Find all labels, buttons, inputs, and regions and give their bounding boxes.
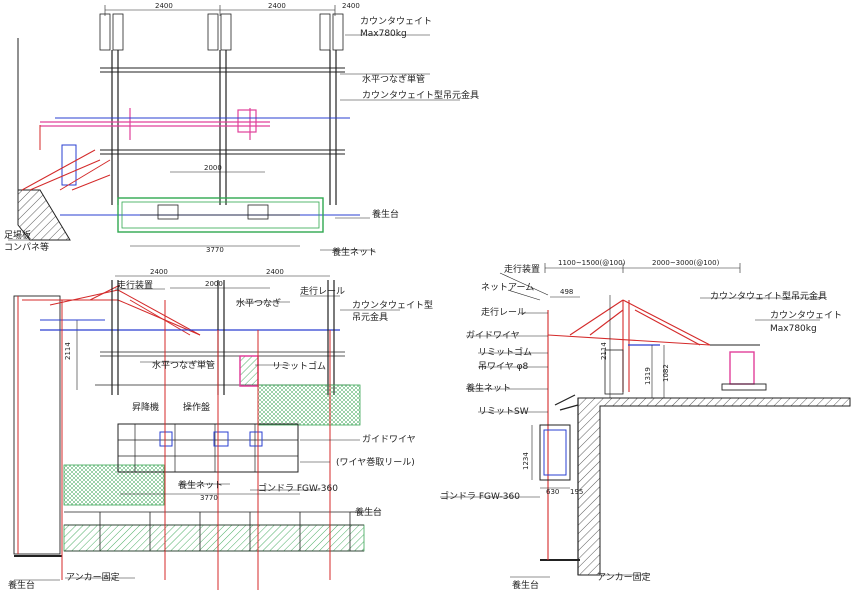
plan-horizontal-pipe-label: 水平つなぎ単管	[362, 73, 425, 85]
elev-reel-label: (ワイヤ巻取リール)	[336, 456, 415, 468]
plan-view: 2400 2400 2400	[4, 2, 479, 258]
side-dim-gondola-w: 630	[546, 488, 559, 496]
plan-counterweight-max: Max780kg	[360, 29, 407, 39]
elev-limit-rubber-label: リミットゴム	[272, 360, 326, 372]
elev-dim-total: 3770	[200, 494, 218, 502]
side-anchor-label: アンカー固定	[597, 571, 651, 583]
side-rail-label: 走行レール	[481, 306, 526, 318]
side-dim-gondola-h: 1234	[522, 452, 530, 470]
elev-travel-label: 走行装置	[117, 279, 153, 291]
side-dim-reach-1: 1100~1500(@100)	[558, 259, 626, 267]
elev-dim-span-2: 2400	[266, 268, 284, 276]
elev-guide-label: ガイドワイヤ	[362, 434, 416, 445]
elev-anchor-label: アンカー固定	[66, 571, 120, 583]
elev-gondola-label: ゴンドラ FGW-360	[258, 482, 338, 494]
plan-mount-label: カウンタウェイト型吊元金具	[362, 89, 479, 101]
side-wire-label: 吊ワイヤ φ8	[478, 361, 529, 372]
plan-counterweight-label: カウンタウェイト	[360, 16, 432, 27]
side-limit-sw-label: リミットSW	[478, 407, 529, 417]
elev-mount-label-2: 吊元金具	[352, 311, 388, 323]
plan-protect-stand-label: 養生台	[372, 208, 399, 220]
plan-protect-net-label: 養生ネット	[332, 246, 377, 258]
plan-scaffold-board-label: 足場板	[4, 229, 31, 241]
side-dim-height-3: 1082	[662, 364, 670, 382]
plan-dim-span-3: 2400	[342, 2, 360, 10]
elev-stand-label: 養生台	[355, 506, 382, 518]
side-net-arm-label: ネットアーム	[481, 282, 534, 293]
side-guide-label: ガイドワイヤ	[466, 330, 520, 341]
plan-dim-span-1: 2400	[155, 2, 173, 10]
elev-net-label: 養生ネット	[178, 479, 223, 491]
side-section-view: 1100~1500(@100) 2000~3000(@100) 498 2114…	[440, 259, 851, 591]
side-mount-label: カウンタウェイト型吊元金具	[710, 290, 827, 302]
elev-horizontal-pipe-label: 水平つなぎ単管	[152, 359, 215, 371]
elev-dim-inner: 2000	[205, 280, 223, 288]
side-limit-rubber-label: リミットゴム	[478, 346, 532, 358]
side-counterweight-max: Max780kg	[770, 324, 817, 334]
elev-lift-label: 昇降機	[132, 401, 159, 413]
side-counterweight-label: カウンタウェイト	[770, 310, 842, 321]
side-dim-reach-2: 2000~3000(@100)	[652, 259, 720, 267]
elev-dim-span-1: 2400	[150, 268, 168, 276]
side-dim-height-1: 2114	[600, 342, 608, 360]
side-dim-offset: 498	[560, 288, 573, 296]
elev-mount-label: カウンタウェイト型	[352, 300, 433, 311]
plan-panel-label: コンパネ等	[4, 241, 49, 253]
elev-control-panel-label: 操作盤	[183, 401, 210, 413]
elev-stand-left-label: 養生台	[8, 579, 35, 591]
plan-dim-total: 3770	[206, 246, 224, 254]
side-dim-gap: 195	[570, 488, 583, 496]
side-stand-label: 養生台	[512, 579, 539, 591]
side-gondola-label: ゴンドラ FGW-360	[440, 490, 520, 502]
plan-dim-inner: 2000	[204, 164, 222, 172]
side-net-label: 養生ネット	[466, 382, 511, 394]
elev-horizontal-label: 水平つなぎ	[236, 297, 281, 309]
front-elevation-view: 2400 2400 2000 2114	[8, 268, 433, 591]
elev-dim-height: 2114	[64, 342, 72, 360]
elev-rail-label: 走行レール	[300, 285, 345, 297]
side-dim-height-2: 1319	[644, 367, 652, 385]
side-travel-label: 走行装置	[504, 263, 540, 275]
plan-dim-span-2: 2400	[268, 2, 286, 10]
